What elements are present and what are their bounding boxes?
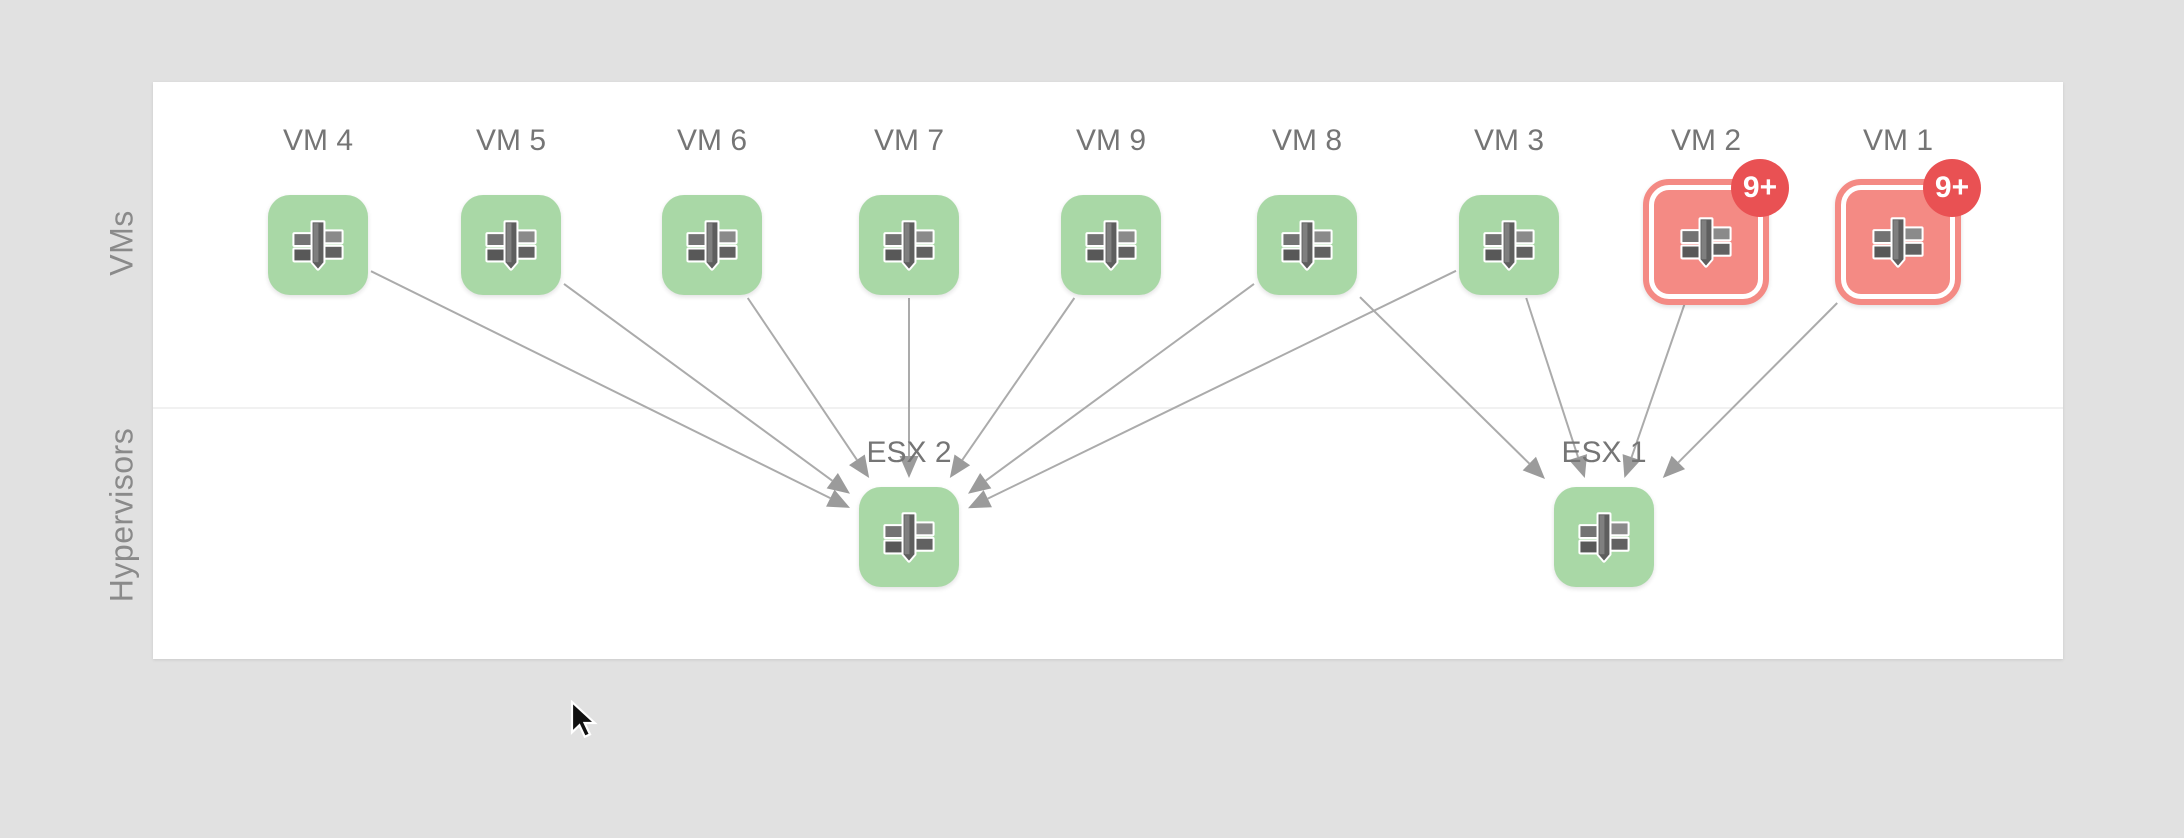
mouse-cursor-icon xyxy=(570,700,598,738)
arrowhead-vm3-esx1 xyxy=(1568,454,1588,478)
vm-node-vm5[interactable] xyxy=(461,195,561,295)
vm-label-vm8: VM 8 xyxy=(1271,124,1343,157)
edge-vm9-esx2 xyxy=(961,297,1076,461)
arrowhead-vm1-esx1 xyxy=(1662,455,1686,478)
hypervisor-node-esx1[interactable] xyxy=(1554,487,1654,587)
vm-cube-icon xyxy=(1483,220,1535,271)
problem-count-badge[interactable]: 9+ xyxy=(1923,159,1981,217)
arrowhead-vm4-esx2 xyxy=(826,489,850,508)
edge-vm6-esx2 xyxy=(746,297,858,461)
vm-label-vm6: VM 6 xyxy=(676,124,748,157)
band-divider xyxy=(153,407,2063,409)
hypervisor-label-esx1: ESX 1 xyxy=(1561,436,1647,469)
vm-node-vm1[interactable]: 9+ xyxy=(1835,159,1981,305)
arrowhead-vm3-esx2 xyxy=(968,490,992,509)
arrowhead-vm2-esx1 xyxy=(1622,454,1641,478)
problem-count-badge[interactable]: 9+ xyxy=(1731,159,1789,217)
vm-cube-icon xyxy=(1680,217,1732,268)
edge-vm8-esx1 xyxy=(1359,296,1531,465)
vm-label-vm1: VM 1 xyxy=(1862,124,1934,157)
vm-node-vm3[interactable] xyxy=(1459,195,1559,295)
vm-node-vm2[interactable]: 9+ xyxy=(1643,159,1789,305)
vm-node-vm8[interactable] xyxy=(1257,195,1357,295)
vm-cube-icon xyxy=(292,220,344,271)
vm-label-vm2: VM 2 xyxy=(1670,124,1742,157)
vm-label-vm4: VM 4 xyxy=(282,124,354,157)
vm-label-vm3: VM 3 xyxy=(1473,124,1545,157)
vm-cube-icon xyxy=(1578,512,1630,563)
edge-vm5-esx2 xyxy=(563,283,833,482)
vm-cube-icon xyxy=(485,220,537,271)
vm-node-vm7[interactable] xyxy=(859,195,959,295)
hypervisor-node-esx2[interactable] xyxy=(859,487,959,587)
vm-node-vm6[interactable] xyxy=(662,195,762,295)
edge-vm8-esx2 xyxy=(985,283,1255,482)
arrowhead-vm5-esx2 xyxy=(826,473,850,494)
edge-vm4-esx2 xyxy=(370,270,831,500)
vm-label-vm7: VM 7 xyxy=(873,124,945,157)
vm-cube-icon xyxy=(1085,220,1137,271)
arrowhead-vm8-esx1 xyxy=(1522,456,1545,479)
edge-vm3-esx1 xyxy=(1525,297,1579,458)
vm-cube-icon xyxy=(1872,217,1924,268)
arrowhead-vm9-esx2 xyxy=(949,454,971,478)
vm-cube-icon xyxy=(686,220,738,271)
vm-label-vm9: VM 9 xyxy=(1075,124,1147,157)
arrowhead-vm7-esx2 xyxy=(899,456,919,478)
hypervisor-label-esx2: ESX 2 xyxy=(866,436,952,469)
edge-vm3-esx2 xyxy=(987,269,1457,500)
vm-cube-icon xyxy=(1281,220,1333,271)
vm-node-vm9[interactable] xyxy=(1061,195,1161,295)
edge-vm1-esx1 xyxy=(1677,302,1838,464)
vm-cube-icon xyxy=(883,512,935,563)
arrowhead-vm8-esx2 xyxy=(968,473,992,494)
vm-cube-icon xyxy=(883,220,935,271)
vm-node-vm4[interactable] xyxy=(268,195,368,295)
edge-vm2-esx1 xyxy=(1630,302,1686,458)
arrowhead-vm6-esx2 xyxy=(849,454,870,478)
vm-label-vm5: VM 5 xyxy=(475,124,547,157)
